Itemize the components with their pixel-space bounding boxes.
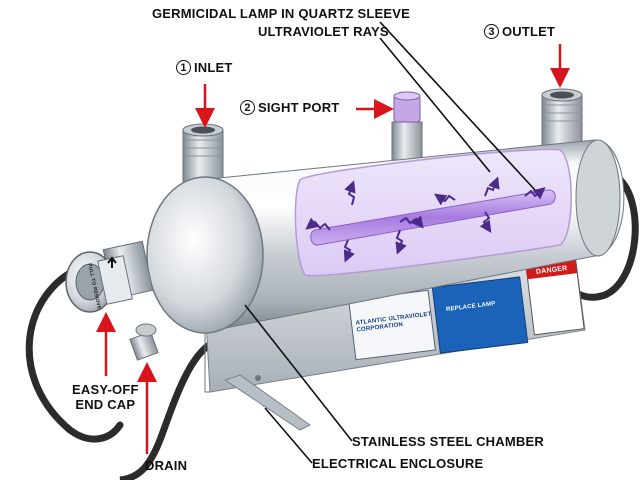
drain-fitting <box>129 323 159 361</box>
label-outlet-text: OUTLET <box>502 24 556 39</box>
label-electrical-enclosure: ELECTRICAL ENCLOSURE <box>312 456 484 471</box>
sight-port-number-badge: 2 <box>240 100 255 115</box>
label-inlet-text: INLET <box>194 60 233 75</box>
label-end-cap-line-2: END CAP <box>75 397 136 412</box>
label-end-cap: EASY-OFF END CAP <box>72 382 139 412</box>
inlet-number-badge: 1 <box>176 60 191 75</box>
sight-port <box>391 91 423 161</box>
stainless-steel-chamber <box>146 139 625 334</box>
leader-chamber <box>244 304 353 442</box>
chamber-end-face <box>146 176 264 334</box>
power-cord-left <box>25 266 124 443</box>
leader-uv-rays <box>379 37 491 173</box>
label-ultraviolet-rays: ULTRAVIOLET RAYS <box>258 24 389 39</box>
label-stainless-steel-chamber: STAINLESS STEEL CHAMBER <box>352 434 544 449</box>
leader-enclosure <box>264 407 313 464</box>
label-germicidal-lamp: GERMICIDAL LAMP IN QUARTZ SLEEVE <box>152 6 410 21</box>
label-end-cap-line-1: EASY-OFF <box>72 382 139 397</box>
end-cap <box>65 240 154 313</box>
leader-lines <box>244 21 536 464</box>
spec-plate <box>431 276 529 354</box>
germicidal-lamp <box>310 189 556 246</box>
power-cord-right <box>569 175 639 301</box>
label-sight-port-text: SIGHT PORT <box>258 100 340 115</box>
power-cord-enclosure <box>119 336 220 480</box>
leader-lamp <box>379 21 536 191</box>
label-drain: DRAIN <box>145 458 188 473</box>
outlet-number-badge: 3 <box>484 24 499 39</box>
uv-rays <box>305 176 546 263</box>
callout-arrows <box>96 44 570 454</box>
